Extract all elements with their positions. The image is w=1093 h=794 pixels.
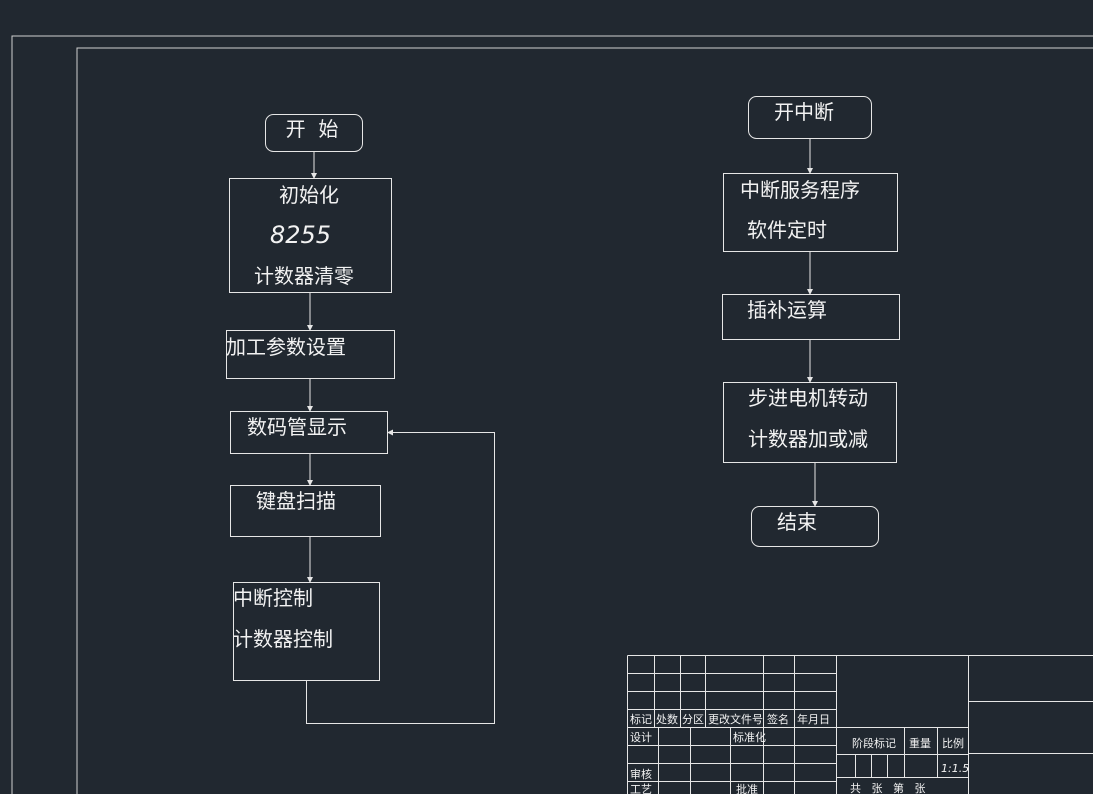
flowchart-main: 开 始 初始化 8255 计数器清零 加工参数设置 数码管显示 键盘扫描 中断控… — [226, 114, 495, 724]
stepper-label-2: 计数器加或减 — [748, 427, 868, 451]
display-label: 数码管显示 — [247, 415, 347, 439]
tb-scale-value: 1:1.5 — [941, 762, 969, 775]
init-label-1: 初始化 — [279, 183, 339, 207]
tb-date: 年月日 — [797, 712, 830, 726]
params-node — [226, 330, 395, 379]
tb-approve: 批准 — [736, 782, 758, 794]
keyscan-label: 键盘扫描 — [256, 489, 336, 513]
outer-frame — [11, 35, 1093, 794]
stepper-label-1: 步进电机转动 — [748, 386, 868, 410]
init-label-3: 计数器清零 — [254, 264, 354, 288]
inner-frame — [76, 47, 1093, 794]
tb-process: 工艺 — [630, 783, 652, 794]
tb-standardize: 标准化 — [733, 730, 766, 744]
tb-zone: 分区 — [682, 713, 704, 726]
tb-stage-mark: 阶段标记 — [852, 736, 896, 750]
tb-review: 审核 — [630, 767, 652, 781]
tb-weight: 重量 — [909, 736, 931, 750]
isr-label-2: 软件定时 — [747, 218, 827, 242]
loop-back-arrow — [306, 429, 495, 724]
isr-label-1: 中断服务程序 — [740, 178, 860, 202]
tb-sheets: 共 张 第 张 — [850, 781, 925, 794]
isr-node — [723, 173, 898, 252]
intctrl-label-2: 计数器控制 — [233, 627, 333, 651]
tb-count: 处数 — [656, 713, 678, 726]
tb-sign: 签名 — [767, 712, 789, 726]
interp-label: 插补运算 — [747, 298, 827, 322]
tb-design: 设计 — [630, 731, 652, 744]
flowchart-interrupt: 开中断 中断服务程序 软件定时 插补运算 步进电机转动 计数器加或减 结束 — [722, 96, 900, 547]
tb-change-doc: 更改文件号 — [708, 712, 763, 726]
init-label-2: 8255 — [270, 221, 331, 249]
intctrl-label-1: 中断控制 — [233, 586, 313, 610]
tb-mark: 标记 — [630, 712, 652, 726]
stepper-node — [723, 382, 897, 463]
start-node — [265, 114, 363, 152]
params-label: 加工参数设置 — [226, 335, 346, 359]
tb-scale: 比例 — [942, 736, 964, 750]
open-int-node — [748, 96, 872, 139]
end-node — [751, 506, 879, 547]
start-label: 开 始 — [286, 117, 339, 141]
title-block: 标记 处数 分区 更改文件号 签名 年月日 设计 标准化 审核 工艺 批准 阶段… — [627, 655, 1093, 794]
keyscan-node — [230, 485, 381, 537]
interp-node — [722, 294, 900, 340]
end-label: 结束 — [777, 510, 817, 534]
intctrl-node — [233, 582, 380, 681]
open-int-label: 开中断 — [774, 100, 834, 124]
init-node — [229, 178, 392, 293]
